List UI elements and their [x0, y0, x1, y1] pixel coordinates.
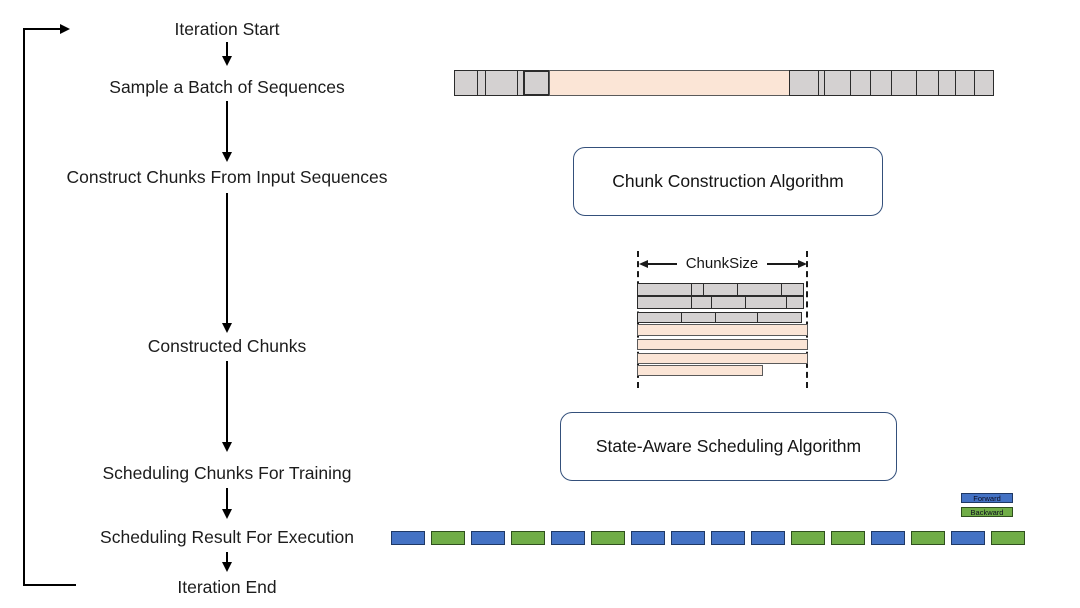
sequence-segment-gray — [485, 70, 518, 96]
chunk-segment-gray — [757, 312, 802, 323]
chunksize-boundary-right — [806, 251, 808, 388]
chunksize-arrowhead-right-icon — [798, 260, 807, 268]
loop-line-top — [23, 28, 60, 30]
sequence-segment-gray — [850, 70, 871, 96]
schedule-bar-forward — [671, 531, 705, 545]
schedule-bar-backward — [911, 531, 945, 545]
legend-label-backward: Backward — [970, 508, 1004, 517]
chunk-row-peach — [637, 353, 808, 364]
loop-line-left — [23, 28, 25, 586]
flow-arrowhead-down-icon — [222, 323, 232, 333]
schedule-bar-forward — [751, 531, 785, 545]
flow-step-scheduling-result-for-execution: Scheduling Result For Execution — [100, 527, 354, 547]
flow-step-constructed-chunks: Constructed Chunks — [147, 336, 307, 356]
chunk-segment-peach — [637, 324, 808, 336]
chunksize-label: ChunkSize — [677, 255, 767, 273]
chunk-segment-gray — [745, 296, 787, 309]
chunk-row-peach — [637, 365, 763, 376]
chunk-row-gray — [637, 296, 804, 309]
chunk-segment-gray — [637, 296, 692, 309]
sequence-segment-gray — [916, 70, 939, 96]
batch-sequences-bar — [454, 70, 994, 96]
sequence-segment-gray — [523, 70, 550, 96]
chunk-segment-gray — [786, 296, 804, 309]
schedule-bar-backward — [591, 531, 625, 545]
schedule-bar-backward — [791, 531, 825, 545]
chunk-segment-gray — [691, 296, 712, 309]
schedule-bar-backward — [431, 531, 465, 545]
chunk-segment-peach — [637, 339, 808, 350]
schedule-bar-forward — [391, 531, 425, 545]
chunk-row-peach — [637, 339, 808, 350]
flow-arrow-line — [226, 101, 228, 153]
sequence-segment-gray — [454, 70, 478, 96]
flow-step-scheduling-chunks-for-training: Scheduling Chunks For Training — [102, 463, 352, 483]
schedule-bar-backward — [511, 531, 545, 545]
legend-item-forward: Forward — [961, 493, 1013, 503]
chunk-construction-algorithm-label: Chunk Construction Algorithm — [612, 171, 844, 191]
flow-arrow-line — [226, 193, 228, 324]
flow-arrowhead-down-icon — [222, 562, 232, 572]
chunk-row-gray — [637, 283, 804, 296]
chunk-segment-gray — [715, 312, 758, 323]
loop-arrowhead-icon — [60, 24, 70, 34]
schedule-bar-forward — [711, 531, 745, 545]
schedule-bar-backward — [991, 531, 1025, 545]
chunk-row-peach — [637, 324, 808, 336]
chunk-segment-gray — [703, 283, 738, 296]
flow-step-iteration-end: Iteration End — [177, 577, 277, 597]
sequence-segment-gray — [824, 70, 851, 96]
flow-arrow-line — [226, 552, 228, 563]
loop-line-bottom — [23, 584, 76, 586]
legend-label-forward: Forward — [973, 494, 1001, 503]
state-aware-scheduling-algorithm-box: State-Aware Scheduling Algorithm — [560, 412, 897, 481]
chunk-segment-peach — [637, 365, 763, 376]
schedule-bar-forward — [871, 531, 905, 545]
sequence-segment-gray — [870, 70, 892, 96]
chunk-row-gray — [637, 312, 802, 323]
chunk-segment-gray — [681, 312, 716, 323]
flow-arrow-line — [226, 42, 228, 57]
flow-arrow-line — [226, 488, 228, 510]
constructed-chunks-stack — [637, 283, 808, 377]
sequence-segment-gray — [938, 70, 956, 96]
chunk-segment-gray — [737, 283, 782, 296]
schedule-bar-row — [391, 531, 1025, 545]
sequence-segment-gray — [891, 70, 917, 96]
schedule-bar-forward — [471, 531, 505, 545]
chunk-segment-gray — [637, 283, 692, 296]
schedule-bar-backward — [831, 531, 865, 545]
chunk-segment-gray — [711, 296, 746, 309]
flow-arrowhead-down-icon — [222, 152, 232, 162]
chunk-segment-peach — [637, 353, 808, 364]
chunksize-arrowhead-left-icon — [639, 260, 648, 268]
state-aware-scheduling-algorithm-label: State-Aware Scheduling Algorithm — [595, 436, 862, 456]
flow-step-construct-chunks-from-input-sequences: Construct Chunks From Input Sequences — [66, 167, 388, 187]
schedule-bar-forward — [631, 531, 665, 545]
sequence-segment-gray — [974, 70, 994, 96]
schedule-bar-forward — [951, 531, 985, 545]
legend-item-backward: Backward — [961, 507, 1013, 517]
flow-arrow-line — [226, 361, 228, 443]
flow-arrowhead-down-icon — [222, 509, 232, 519]
flow-arrowhead-down-icon — [222, 56, 232, 66]
flow-arrowhead-down-icon — [222, 442, 232, 452]
flow-step-sample-a-batch-of-sequences: Sample a Batch of Sequences — [109, 77, 345, 97]
flow-step-iteration-start: Iteration Start — [174, 19, 280, 39]
chunk-segment-gray — [781, 283, 804, 296]
sequence-segment-peach — [549, 70, 790, 96]
sequence-segment-gray — [789, 70, 819, 96]
chunk-construction-algorithm-box: Chunk Construction Algorithm — [573, 147, 883, 216]
schedule-bar-forward — [551, 531, 585, 545]
sequence-segment-gray — [955, 70, 975, 96]
chunk-segment-gray — [637, 312, 682, 323]
